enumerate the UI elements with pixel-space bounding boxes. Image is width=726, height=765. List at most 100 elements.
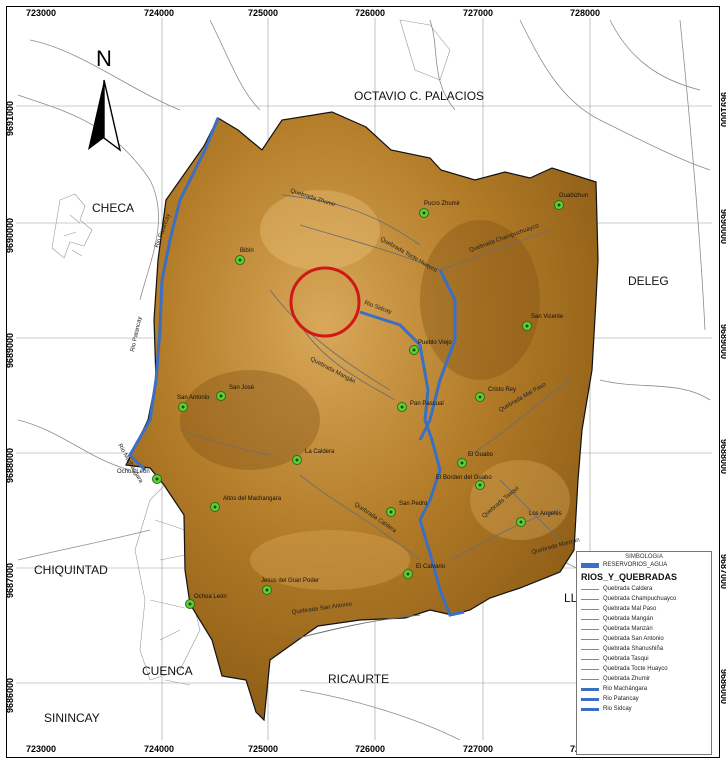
legend-heading: RIOS_Y_QUEBRADAS <box>581 572 678 582</box>
place-marker-dot <box>155 477 159 481</box>
place-marker[interactable]: Cristo Rey <box>475 387 517 402</box>
legend-item: Quebrada Champuchuayco <box>581 594 711 604</box>
place-marker[interactable]: San José <box>216 385 255 401</box>
left-coord-label: 9691000 <box>5 101 15 136</box>
place-label: Guabizhun <box>559 193 588 199</box>
river-patancay <box>128 117 220 472</box>
top-coord-label: 725000 <box>248 8 278 18</box>
legend-item: Quebrada Caldera <box>581 584 711 594</box>
region-ll: LL <box>564 591 578 605</box>
legend-item-label: Quebrada Tasqui <box>603 656 649 662</box>
place-marker[interactable]: El Calvario <box>403 564 446 579</box>
region-sinincay: SININCAY <box>44 711 100 725</box>
top-coord-label: 727000 <box>463 8 493 18</box>
region-deleg: DELEG <box>628 274 669 288</box>
place-marker[interactable]: Altos del Machangara <box>210 496 282 512</box>
streams <box>179 194 571 641</box>
place-marker[interactable]: San Antonio <box>177 395 210 412</box>
place-marker-dot <box>400 405 404 409</box>
legend-item: Rio Patancay <box>581 694 711 704</box>
place-marker[interactable]: Jesus del Gran Poder <box>261 578 319 595</box>
legend-reservoir-label: RESERVORIOS_AGUA <box>603 562 668 568</box>
place-marker[interactable]: Ochoa León <box>117 469 162 484</box>
legend-line-symbol-icon <box>581 638 599 640</box>
north-arrow-icon <box>88 79 122 152</box>
place-marker-dot <box>389 510 393 514</box>
bottom-coord-label: 726000 <box>355 744 385 754</box>
legend-item: Quebrada San Antonio <box>581 634 711 644</box>
top-coord-label: 728000 <box>570 8 600 18</box>
reservoir-symbol-icon <box>581 562 599 568</box>
legend: SIMBOLOGIA RESERVORIOS_AGUA RIOS_Y_QUEBR… <box>576 551 712 755</box>
left-coord-label: 9689000 <box>5 333 15 368</box>
place-marker[interactable]: El Borden del Guabo <box>436 475 492 490</box>
legend-item-label: Quebrada Champuchuayco <box>603 596 677 602</box>
place-label: La Caldera <box>305 449 335 455</box>
place-marker[interactable]: Ochoa León <box>185 594 227 609</box>
place-marker-dot <box>406 572 410 576</box>
place-marker-dot <box>557 203 561 207</box>
left-coord-label: 9690000 <box>5 218 15 253</box>
legend-line-symbol-icon <box>581 618 599 620</box>
place-label: El Guabo <box>468 452 494 458</box>
place-marker-dot <box>181 405 185 409</box>
place-marker[interactable]: La Caldera <box>292 449 336 465</box>
place-marker[interactable]: San Pedro <box>386 501 429 517</box>
bottom-coord-label: 727000 <box>463 744 493 754</box>
rivers <box>128 117 465 617</box>
top-coord-label: 723000 <box>26 8 56 18</box>
legend-item: Quebrada Mal Paso <box>581 604 711 614</box>
left-coord-label: 9686000 <box>5 678 15 713</box>
place-label: Bibín <box>240 248 254 254</box>
legend-reservoir-row: RESERVORIOS_AGUA <box>581 560 711 570</box>
place-marker-dot <box>478 483 482 487</box>
place-marker-dot <box>295 458 299 462</box>
place-marker[interactable]: San Vicente <box>522 314 564 331</box>
region-ricaurte: RICAURTE <box>328 672 389 686</box>
place-label: Altos del Machangara <box>223 496 282 502</box>
top-coord-label: 724000 <box>144 8 174 18</box>
place-label: Ochoa León <box>194 594 227 600</box>
right-coord-label: 9686000 <box>719 669 726 704</box>
legend-item-label: Rio Patancay <box>603 696 639 702</box>
legend-title: SIMBOLOGIA <box>625 554 663 560</box>
place-marker-dot <box>213 505 217 509</box>
surrounding-contours <box>17 19 711 740</box>
place-marker-dot <box>519 520 523 524</box>
place-marker[interactable]: Guabizhun <box>554 193 589 210</box>
legend-item-label: Quebrada Shanushiña <box>603 646 664 652</box>
place-marker[interactable]: Pan Pascual <box>397 401 444 412</box>
hillshade <box>180 190 570 590</box>
legend-item: Quebrada Mangán <box>581 614 711 624</box>
legend-item: Rio Machángara <box>581 684 711 694</box>
legend-item-label: Rio Machángara <box>603 686 648 692</box>
place-marker[interactable]: Los Angeles <box>516 511 562 527</box>
right-coord-label: 9689000 <box>719 324 726 359</box>
place-marker-dot <box>460 461 464 465</box>
legend-line-symbol-icon <box>581 687 599 691</box>
place-marker-dot <box>265 588 269 592</box>
place-label: San Vicente <box>531 314 564 320</box>
place-label: San José <box>229 385 255 391</box>
region-chiquintad: CHIQUINTAD <box>34 563 108 577</box>
legend-item: Quebrada Shanushiña <box>581 644 711 654</box>
bottom-coord-label: 725000 <box>248 744 278 754</box>
legend-line-symbol-icon <box>581 658 599 660</box>
place-marker-dot <box>188 602 192 606</box>
legend-item: Quebrada Tasqui <box>581 654 711 664</box>
place-marker[interactable]: Pucro Zhumir <box>419 201 461 218</box>
legend-line-symbol-icon <box>581 668 599 670</box>
place-marker[interactable]: Pueblo Viejo <box>409 340 453 355</box>
river-machangara <box>428 269 457 421</box>
place-marker-dot <box>412 348 416 352</box>
legend-item: Quebrada Manzán <box>581 624 711 634</box>
legend-item-label: Quebrada Caldera <box>603 586 653 592</box>
place-marker[interactable]: Bibín <box>235 248 254 265</box>
place-label: Pan Pascual <box>410 401 444 407</box>
place-marker[interactable]: El Guabo <box>457 452 494 468</box>
highlight-circle[interactable] <box>289 266 361 338</box>
region-octavio: OCTAVIO C. PALACIOS <box>354 89 484 103</box>
